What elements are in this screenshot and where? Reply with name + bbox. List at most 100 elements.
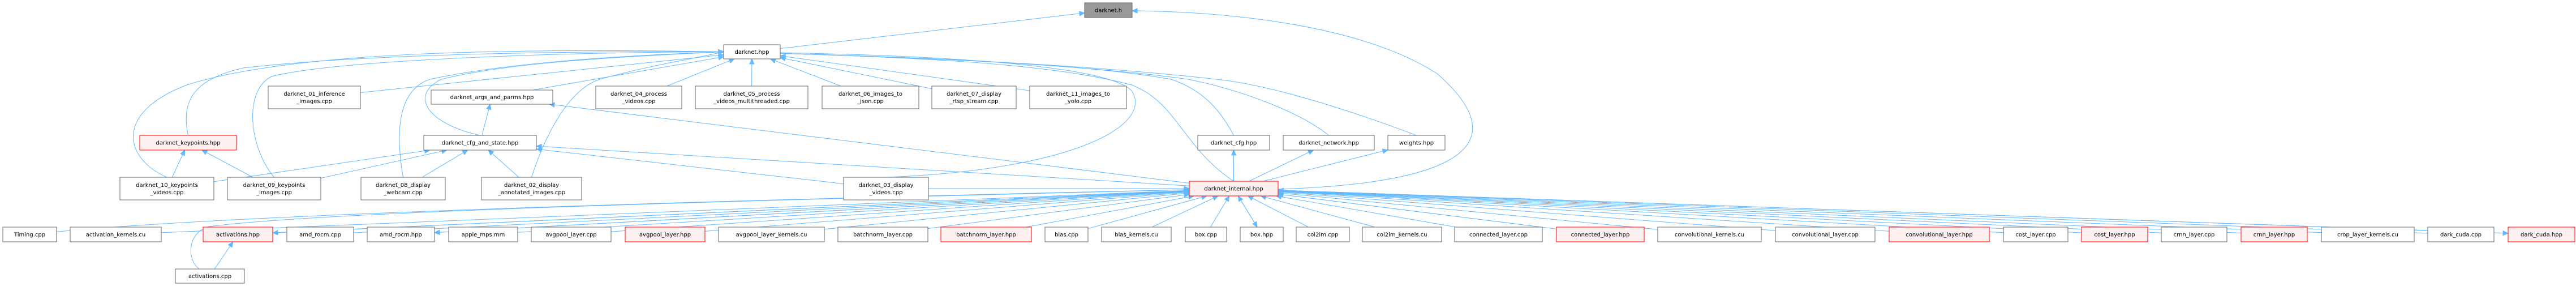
node-convolutional-layer-cpp[interactable]: convolutional_layer.cpp [1775,227,1876,242]
edge-line [213,150,430,182]
arrowhead-icon [272,229,278,236]
edge-line [1132,10,1473,190]
arrowhead-icon [180,149,185,156]
node-crnn-layer-cpp[interactable]: crnn_layer.cpp [2161,227,2227,242]
node-blas-kernels-cu[interactable]: blas_kernels.cu [1101,227,1172,242]
edge-line [1248,195,1309,228]
edge-crop_k-to-internal [1277,187,2322,233]
node-amd-rocm-cpp[interactable]: amd_rocm.cpp [286,227,354,242]
node-darknet-h[interactable]: darknet.h [1084,2,1133,18]
node-label: darknet.h [1095,8,1122,14]
edge-line [214,241,234,270]
node-darknet-05-process-videos-multithreaded-cpp[interactable]: darknet_05_process_videos_multithreaded.… [695,86,809,109]
node-label: activation_kernels.cu [86,232,146,238]
node-box-cpp[interactable]: box.cpp [1185,227,1227,242]
edge-line [320,150,448,179]
edge-d10-to-cfgstate [213,148,431,182]
node-avgpool-layer-hpp[interactable]: avgpool_layer.hpp [625,227,706,242]
edge-line [780,55,1030,91]
edge-line [1278,193,1658,230]
node-box [268,86,361,109]
node-cost-layer-hpp[interactable]: cost_layer.hpp [2081,227,2148,242]
node-label: apple_mps.mm [462,232,505,238]
node-weights-hpp[interactable]: weights.hpp [1387,135,1446,151]
node-label: convolutional_kernels.cu [1675,232,1744,238]
node-convolutional-kernels-cu[interactable]: convolutional_kernels.cu [1657,227,1762,242]
node-darknet-09-keypoints-images-cpp[interactable]: darknet_09_keypoints_images.cpp [227,177,321,200]
node-activation-kernels-cu[interactable]: activation_kernels.cu [70,227,162,242]
node-avgpool-layer-kernels-cu[interactable]: avgpool_layer_kernels.cu [718,227,825,242]
node-batchnorm-layer-hpp[interactable]: batchnorm_layer.hpp [940,227,1032,242]
node-darknet-args-and-parms-hpp[interactable]: darknet_args_and_parms.hpp [431,89,553,105]
node-box [1657,227,1762,242]
node-darknet-10-keypoints-videos-cpp[interactable]: darknet_10_keypoints_videos.cpp [119,177,214,200]
edge-line [1278,194,1557,229]
node-label: _images.cpp [256,190,292,196]
edge-internal-to-rocm_h [433,190,1190,235]
node-darknet-hpp[interactable]: darknet.hpp [723,44,781,59]
node-box [70,227,162,242]
node-avgpool-layer-cpp[interactable]: avgpool_layer.cpp [531,227,612,242]
edge-network-to-darknet_hpp [718,49,1329,136]
edges-layer [56,8,2509,270]
edge-line [56,189,1190,232]
node-dark-cuda-cpp[interactable]: dark_cuda.cpp [2427,227,2495,242]
node-box [1185,227,1227,242]
node-darknet-07-display-rtsp-stream-cpp[interactable]: darknet_07_display_rtsp_stream.cpp [931,86,1017,109]
node-crop-layer-kernels-cu[interactable]: crop_layer_kernels.cu [2321,227,2415,242]
node-darknet-04-process-videos-cpp[interactable]: darknet_04_process_videos.cpp [595,86,682,109]
edge-line [780,57,932,89]
arrowhead-icon [1252,221,1258,228]
node-col2im-kernels-cu[interactable]: col2im_kernels.cu [1362,227,1442,242]
node-darknet-cfg-hpp[interactable]: darknet_cfg.hpp [1197,135,1270,151]
node-box [2321,227,2415,242]
node-darknet-cfg-and-state-hpp[interactable]: darknet_cfg_and_state.hpp [423,135,537,151]
node-darknet-08-display-webcam-cpp[interactable]: darknet_08_display_webcam.cpp [360,177,446,200]
node-dark-cuda-hpp[interactable]: dark_cuda.hpp [2508,227,2575,242]
node-cost-layer-cpp[interactable]: cost_layer.cpp [2003,227,2068,242]
node-label: cost_layer.cpp [2015,232,2055,238]
node-label: crnn_layer.hpp [2254,232,2295,238]
edge-line [723,52,1234,182]
node-crnn-layer-hpp[interactable]: crnn_layer.hpp [2240,227,2308,242]
node-box-hpp[interactable]: box.hpp [1240,227,1284,242]
node-timing-cpp[interactable]: Timing.cpp [2,227,57,242]
node-label: blas.cpp [1055,232,1078,238]
node-label: _videos.cpp [150,190,184,196]
node-activations-cpp[interactable]: activations.cpp [175,268,245,284]
node-connected-layer-hpp[interactable]: connected_layer.hpp [1556,227,1645,242]
node-label: dark_cuda.cpp [2440,232,2482,238]
edge-box_c-to-internal [1210,195,1230,228]
node-label: darknet_cfg.hpp [1211,140,1257,147]
node-darknet-02-display-annotated-images-cpp[interactable]: darknet_02_display_annotated_images.cpp [481,177,582,200]
node-blas-cpp[interactable]: blas.cpp [1044,227,1089,242]
node-label: _json.cpp [857,99,884,105]
node-box [1044,227,1089,242]
node-darknet-03-display-videos-cpp[interactable]: darknet_03_display_videos.cpp [843,177,929,200]
node-connected-layer-cpp[interactable]: connected_layer.cpp [1454,227,1543,242]
node-label: darknet_06_images_to [838,91,902,97]
node-darknet-keypoints-hpp[interactable]: darknet_keypoints.hpp [139,135,237,151]
node-convolutional-layer-hpp[interactable]: convolutional_layer.hpp [1889,227,1990,242]
node-col2im-cpp[interactable]: col2im.cpp [1296,227,1350,242]
node-batchnorm-layer-cpp[interactable]: batchnorm_layer.cpp [837,227,928,242]
node-box [1387,135,1446,151]
node-apple-mps-mm[interactable]: apple_mps.mm [448,227,518,242]
node-darknet-01-inference-images-cpp[interactable]: darknet_01_inference_images.cpp [268,86,361,109]
node-amd-rocm-hpp[interactable]: amd_rocm.hpp [367,227,435,242]
node-darknet-network-hpp[interactable]: darknet_network.hpp [1283,135,1375,151]
node-darknet-06-images-to-json-cpp[interactable]: darknet_06_images_to _json.cpp [822,86,919,109]
node-box [2427,227,2495,242]
node-label: _annotated_images.cpp [497,190,565,196]
node-box [1197,135,1270,151]
node-label: darknet_04_process [610,91,667,97]
node-box [843,177,929,200]
arrowhead-icon [486,103,492,110]
edge-internal-to-cfgstate [535,143,1190,186]
node-label: darknet_02_display [504,182,559,189]
node-darknet-internal-hpp[interactable]: darknet_internal.hpp [1189,181,1279,197]
node-darknet-11-images-to-yolo-cpp[interactable]: darknet_11_images_to_yolo.cpp [1029,86,1127,109]
node-activations-hpp[interactable]: activations.hpp [203,227,273,242]
edge-line [770,58,841,87]
node-label: darknet_10_keypoints [136,182,198,189]
